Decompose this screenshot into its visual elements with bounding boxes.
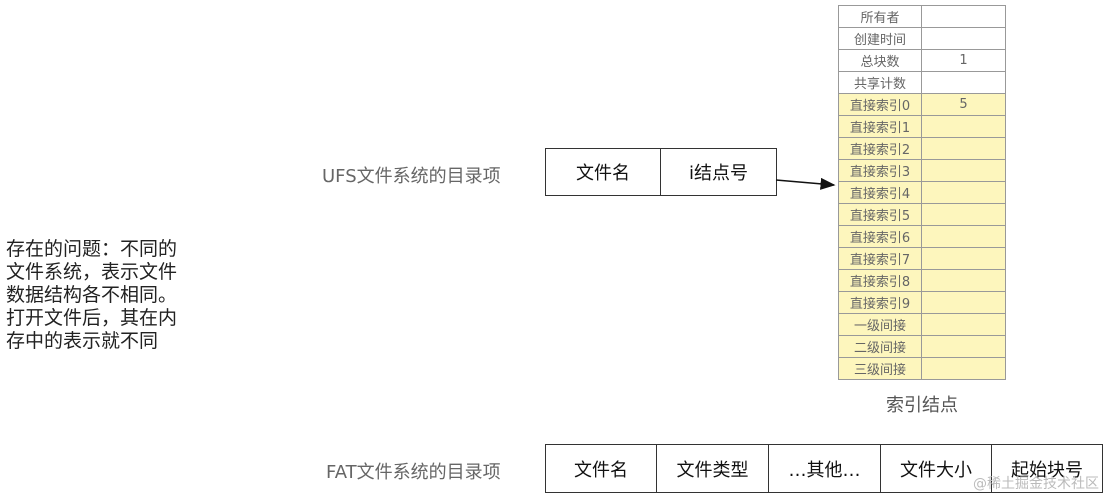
inode-key: 直接索引8 [839, 270, 922, 291]
note-line: 存在的问题：不同的 [6, 238, 178, 260]
inode-value: 5 [959, 97, 968, 112]
inode-value [922, 138, 1005, 159]
inode-value [922, 248, 1005, 269]
problem-note: 存在的问题：不同的 文件系统，表示文件 数据结构各不相同。 打开文件后，其在内 … [6, 238, 226, 353]
inode-key: 直接索引5 [839, 204, 922, 225]
fat-directory-entry: 文件名 文件类型 …其他… 文件大小 起始块号 [545, 444, 1103, 493]
inode-key: 直接索引9 [839, 292, 922, 313]
inode-key: 共享计数 [839, 72, 922, 93]
fat-label: FAT文件系统的目录项 [326, 462, 501, 483]
inode-row-direct-9: 直接索引9 [839, 292, 1005, 314]
inode-value [922, 160, 1005, 181]
fat-filetype-cell: 文件类型 [657, 445, 769, 492]
inode-row-direct-3: 直接索引3 [839, 160, 1005, 182]
inode-key: 直接索引7 [839, 248, 922, 269]
ufs-label: UFS文件系统的目录项 [322, 166, 501, 187]
inode-value [922, 182, 1005, 203]
inode-value [922, 116, 1005, 137]
inode-value: 1 [959, 53, 968, 68]
fat-other-cell: …其他… [769, 445, 881, 492]
inode-row-direct-1: 直接索引1 [839, 116, 1005, 138]
inode-value [922, 358, 1005, 379]
inode-row-triple-indirect: 三级间接 [839, 358, 1005, 380]
inode-table: 所有者 创建时间 总块数 1 共享计数 直接索引0 5 直接索引1 直接索引2 … [838, 5, 1006, 380]
inode-row-ctime: 创建时间 [839, 28, 1005, 50]
ufs-filename-cell: 文件名 [546, 149, 661, 195]
note-line: 打开文件后，其在内 [6, 307, 178, 329]
note-line: 文件系统，表示文件 [6, 261, 178, 283]
inode-key: 创建时间 [839, 28, 922, 49]
inode-value [922, 314, 1005, 335]
inode-row-direct-6: 直接索引6 [839, 226, 1005, 248]
inode-row-direct-2: 直接索引2 [839, 138, 1005, 160]
inode-key: 直接索引4 [839, 182, 922, 203]
ufs-inode-number-cell: i结点号 [688, 163, 748, 184]
inode-value [922, 226, 1005, 247]
inode-row-direct-0: 直接索引0 5 [839, 94, 1005, 116]
inode-row-double-indirect: 二级间接 [839, 336, 1005, 358]
inode-row-direct-7: 直接索引7 [839, 248, 1005, 270]
inode-row-owner: 所有者 [839, 6, 1005, 28]
inode-row-direct-8: 直接索引8 [839, 270, 1005, 292]
inode-key: 二级间接 [839, 336, 922, 357]
inode-row-single-indirect: 一级间接 [839, 314, 1005, 336]
fat-filename-cell: 文件名 [546, 445, 657, 492]
inode-value [922, 204, 1005, 225]
inode-value [922, 270, 1005, 291]
inode-key: 直接索引3 [839, 160, 922, 181]
inode-value [922, 292, 1005, 313]
inode-key: 直接索引2 [839, 138, 922, 159]
fat-start-block-cell: 起始块号 [1011, 459, 1083, 481]
inode-key: 一级间接 [839, 314, 922, 335]
fat-filesize-cell: 文件大小 [881, 445, 992, 492]
inode-caption: 索引结点 [886, 395, 958, 416]
note-line: 存中的表示就不同 [6, 330, 159, 352]
inode-key: 直接索引6 [839, 226, 922, 247]
ufs-directory-entry: 文件名 i结点号 [545, 148, 777, 196]
watermark: @稀土掘金技术社区 [973, 476, 1099, 492]
inode-key: 总块数 [839, 50, 922, 71]
inode-value [922, 6, 1005, 27]
inode-row-direct-5: 直接索引5 [839, 204, 1005, 226]
note-line: 数据结构各不相同。 [6, 284, 178, 306]
inode-key: 三级间接 [839, 358, 922, 379]
inode-value [922, 72, 1005, 93]
inode-value [922, 28, 1005, 49]
inode-key: 直接索引0 [839, 94, 922, 115]
inode-key: 所有者 [839, 6, 922, 27]
inode-row-share-count: 共享计数 [839, 72, 1005, 94]
inode-key: 直接索引1 [839, 116, 922, 137]
inode-row-total-blocks: 总块数 1 [839, 50, 1005, 72]
inode-value [922, 336, 1005, 357]
inode-row-direct-4: 直接索引4 [839, 182, 1005, 204]
